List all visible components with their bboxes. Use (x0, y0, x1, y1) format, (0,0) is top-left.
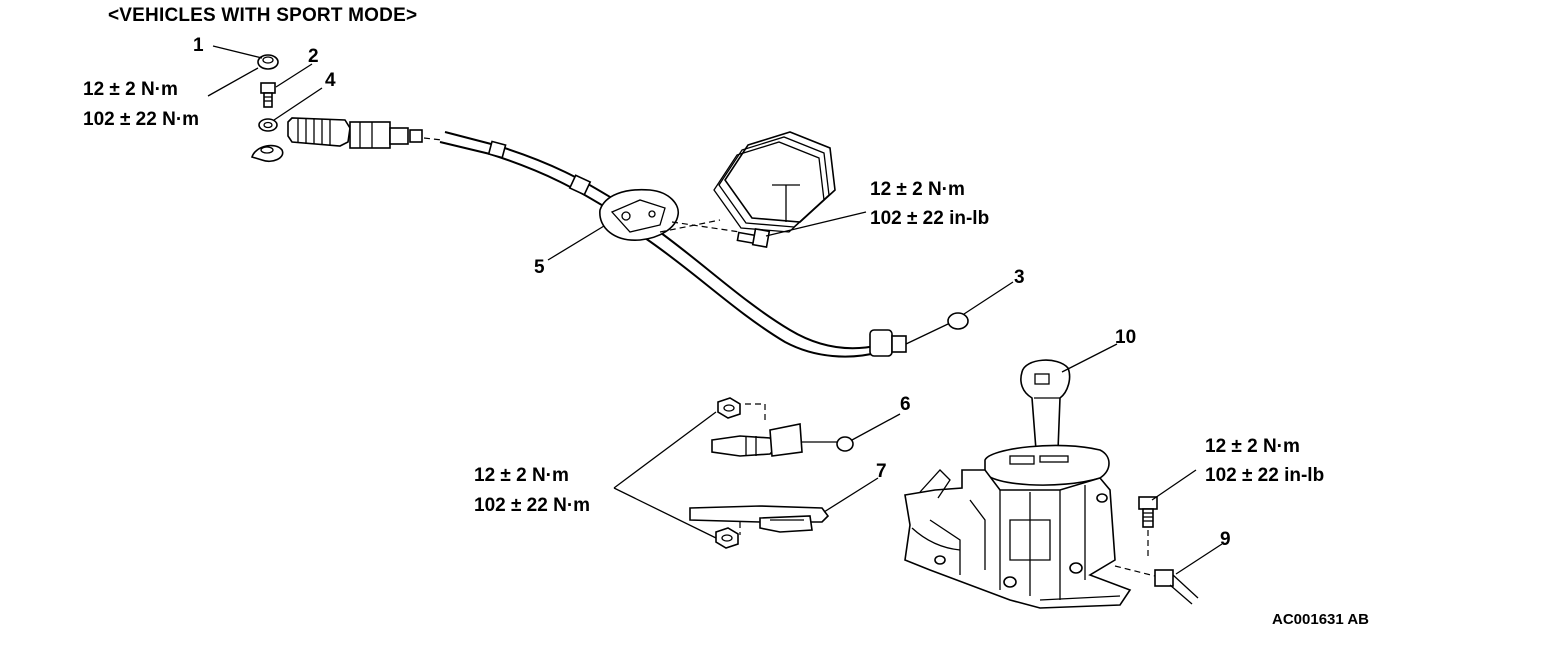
torque-top-left-metric: 12 ± 2 N·m (83, 79, 178, 100)
shift-lever-assembly (904, 359, 1132, 609)
torque-top-left-imperial: 102 ± 22 N·m (83, 109, 200, 130)
bracket-bolt (736, 227, 771, 249)
washer-4 (258, 118, 278, 132)
connector-9 (1114, 565, 1199, 605)
torque-lever-imperial: 102 ± 22 in-lb (1205, 465, 1325, 486)
callout-7: 7 (876, 461, 887, 482)
leader-lines (207, 45, 1223, 575)
shift-cable (439, 131, 969, 358)
figure-code: AC001631 AB (1272, 611, 1369, 628)
torque-middle-imperial: 102 ± 22 N·m (474, 495, 591, 516)
callout-5: 5 (534, 257, 545, 278)
callout-9: 9 (1220, 529, 1231, 550)
cable-6 (711, 423, 854, 457)
torque-middle-metric: 12 ± 2 N·m (474, 465, 569, 486)
callout-2: 2 (308, 46, 319, 67)
callout-4: 4 (325, 70, 336, 91)
nut-upper (717, 397, 766, 420)
callout-1: 1 (193, 35, 204, 56)
torque-lever-metric: 12 ± 2 N·m (1205, 436, 1300, 457)
diagram-title: <VEHICLES WITH SPORT MODE> (108, 5, 418, 26)
callout-3: 3 (1014, 267, 1025, 288)
bolt-2 (260, 82, 276, 108)
torque-top-right-imperial: 102 ± 22 in-lb (870, 208, 990, 229)
nut-1 (257, 54, 279, 70)
bracket-5 (599, 188, 741, 241)
lever-bolt (1138, 496, 1158, 560)
nut-lower (715, 527, 739, 549)
callout-10: 10 (1115, 327, 1137, 348)
callout-6: 6 (900, 394, 911, 415)
cover-plate (713, 131, 836, 233)
cable-7 (689, 505, 830, 535)
cable-end-boot (287, 117, 443, 149)
torque-top-right-metric: 12 ± 2 N·m (870, 179, 965, 200)
clip (250, 144, 284, 163)
